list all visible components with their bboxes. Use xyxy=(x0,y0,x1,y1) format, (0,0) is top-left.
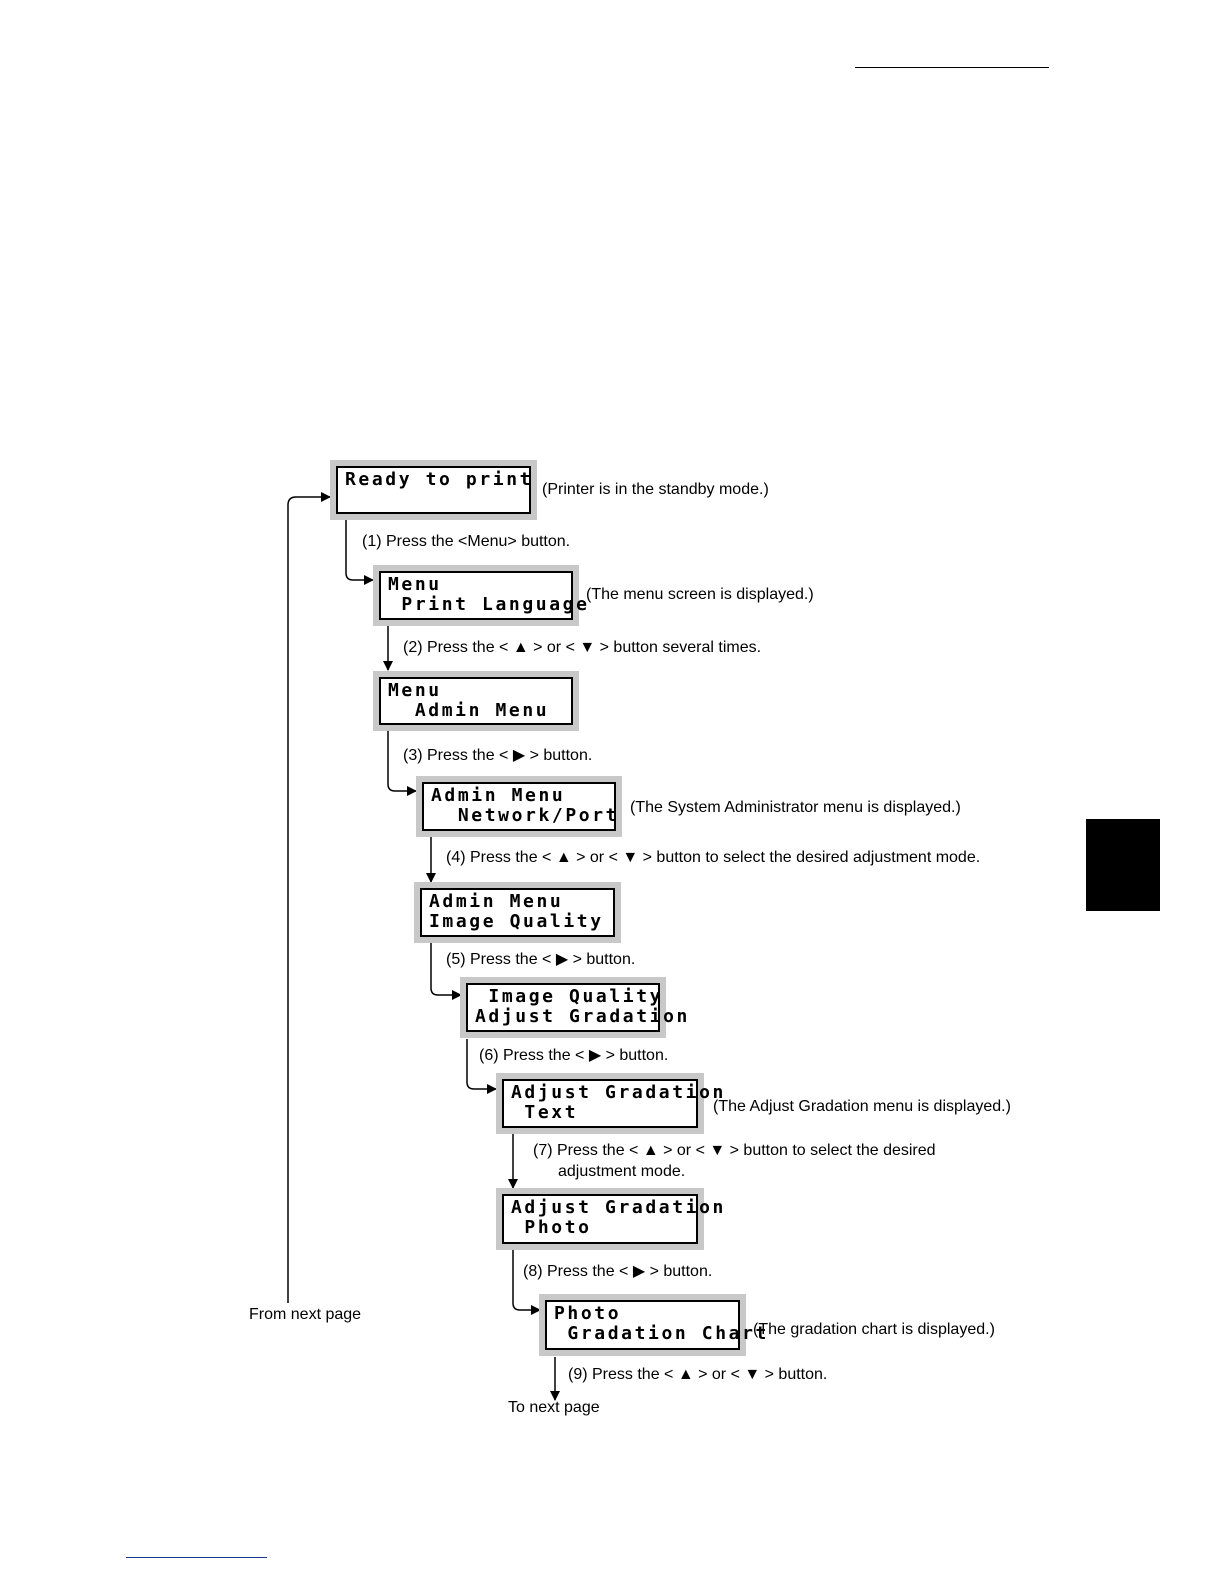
loop-arrow xyxy=(287,492,331,1303)
note-chart-displayed: (The gradation chart is displayed.) xyxy=(753,1321,995,1338)
note-standby: (Printer is in the standby mode.) xyxy=(542,481,769,498)
step-8-arrow xyxy=(512,1250,541,1315)
note-admin-displayed: (The System Administrator menu is displa… xyxy=(630,799,961,816)
lcd-line-1: Photo xyxy=(554,1303,622,1324)
lcd-line-2: Image Quality xyxy=(429,911,604,932)
lcd-screen-menu-print-language: Menu Print Language xyxy=(373,565,590,626)
note-adjust-displayed: (The Adjust Gradation menu is displayed.… xyxy=(713,1098,1011,1115)
step-3-text: (3) Press the < ▶ > button. xyxy=(403,747,593,764)
lcd-line-2: Gradation Chart xyxy=(554,1323,769,1344)
step-1-text: (1) Press the <Menu> button. xyxy=(362,533,571,550)
lcd-line-1: Admin Menu xyxy=(429,891,564,912)
lcd-line-1: Admin Menu xyxy=(431,785,566,806)
chapter-tab xyxy=(1086,819,1160,911)
lcd-line-2: Network/Port xyxy=(431,805,620,826)
step-5-text: (5) Press the < ▶ > button. xyxy=(446,951,636,968)
lcd-line-1: Adjust Gradation xyxy=(511,1197,726,1218)
step-1-arrow xyxy=(345,520,374,585)
lcd-line-1: Ready to print xyxy=(345,469,534,490)
lcd-line-1: Image Quality xyxy=(475,986,664,1007)
lcd-screen-adjust-gradation-text: Adjust Gradation Text xyxy=(496,1073,726,1134)
step-5-arrow xyxy=(430,943,462,1000)
note-menu-displayed: (The menu screen is displayed.) xyxy=(586,586,814,603)
step-7-text-line-1: (7) Press the < ▲ > or < ▼ > button to s… xyxy=(533,1142,936,1159)
step-9-text: (9) Press the < ▲ > or < ▼ > button. xyxy=(568,1366,828,1383)
header-rule xyxy=(855,67,1049,68)
to-next-page-label: To next page xyxy=(508,1399,600,1416)
step-6-text: (6) Press the < ▶ > button. xyxy=(479,1047,669,1064)
lcd-line-2: Admin Menu xyxy=(388,700,550,721)
step-3-arrow xyxy=(387,731,417,796)
lcd-line-2: Photo xyxy=(511,1217,592,1238)
lcd-line-2: Print Language xyxy=(388,594,590,615)
lcd-line-1: Adjust Gradation xyxy=(511,1082,726,1103)
lcd-screen-photo-gradation-chart: Photo Gradation Chart xyxy=(539,1294,769,1356)
step-7-text-line-2: adjustment mode. xyxy=(558,1163,686,1180)
lcd-screen-admin-network-port: Admin Menu Network/Port xyxy=(416,776,622,837)
step-4-text: (4) Press the < ▲ > or < ▼ > button to s… xyxy=(446,849,981,866)
from-next-page-label: From next page xyxy=(249,1306,362,1323)
lcd-screen-adjust-gradation-photo: Adjust Gradation Photo xyxy=(496,1188,726,1250)
step-8-text: (8) Press the < ▶ > button. xyxy=(523,1263,713,1280)
lcd-line-1: Menu xyxy=(388,574,442,595)
lcd-screen-menu-admin-menu: Menu Admin Menu xyxy=(373,671,579,731)
step-2-text: (2) Press the < ▲ > or < ▼ > button seve… xyxy=(403,639,762,656)
lcd-line-2: Adjust Gradation xyxy=(475,1006,690,1027)
lcd-line-2: Text xyxy=(511,1102,579,1123)
lcd-line-1: Menu xyxy=(388,680,442,701)
footer-rule xyxy=(126,1557,267,1558)
step-6-arrow xyxy=(466,1039,497,1094)
lcd-screen-ready: Ready to print xyxy=(330,460,537,520)
